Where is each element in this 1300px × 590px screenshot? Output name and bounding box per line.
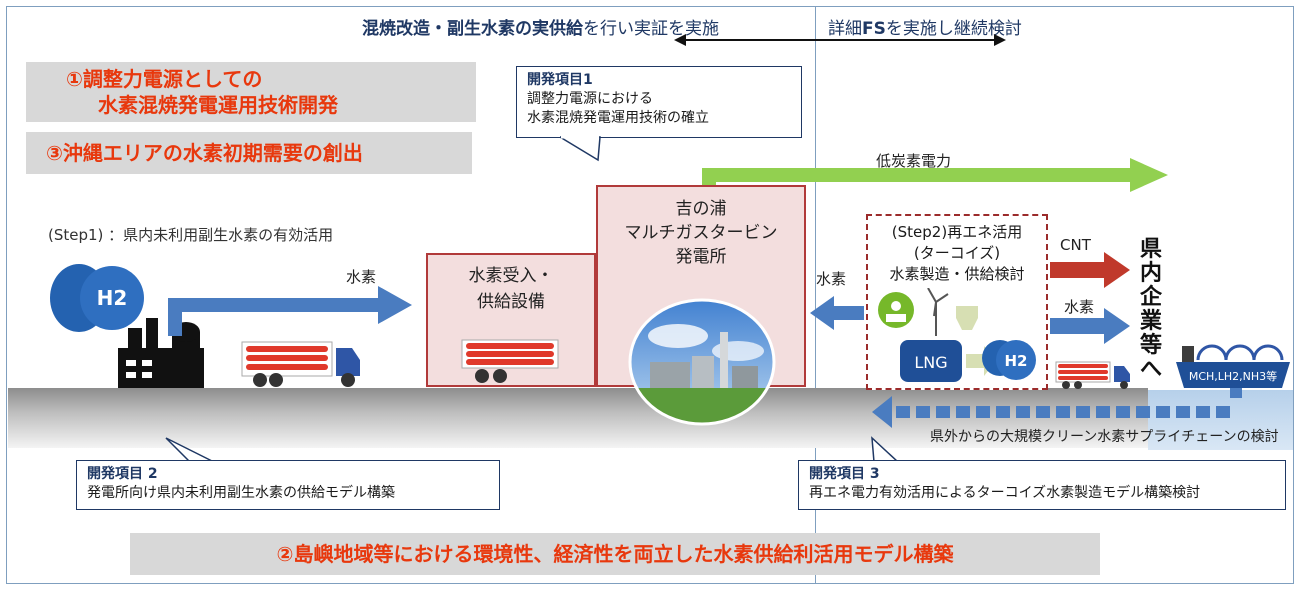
low-carbon-arrow (702, 158, 1168, 196)
destination-text: 県 内 企 業 等 へ (1136, 238, 1166, 382)
hydrogen-label-1: 水素 (346, 268, 377, 286)
h2-label-left: H2 (96, 286, 128, 310)
solar-wind-icon (878, 288, 978, 336)
dev-item-3-line1: 再エネ電力有効活用によるターコイズ水素製造モデル構築検討 (809, 485, 1201, 501)
step2-line2: (ターコイズ) (913, 244, 1001, 262)
goal1-line2: 水素混焼発電運用技術開発 (98, 93, 338, 117)
ship-cargo-label: MCH,LH2,NH3等 (1189, 369, 1277, 383)
plant-line3: 発電所 (675, 247, 727, 267)
receiving-line2: 供給設備 (477, 292, 545, 312)
dev-item-3-title: 開発項目 3 (809, 466, 880, 482)
phase-span-arrow (674, 34, 1006, 46)
plant-line1: 吉の浦 (675, 199, 727, 219)
sea-area (1148, 390, 1293, 450)
supply-chain-arrow (872, 388, 1242, 428)
phase-divider (815, 6, 816, 584)
h2-icon-left: H2 (80, 266, 144, 330)
tube-trailer-truck-1 (241, 341, 360, 387)
dev-item-1-pointer (560, 136, 601, 162)
goal2-banner: ②島嶼地域等における環境性、経済性を両立した水素供給利活用モデル構築 (130, 533, 1100, 575)
plant-line2: マルチガスタービン (624, 223, 778, 243)
step2-text: (Step2)再エネ活用 (ターコイズ) 水素製造・供給検討 (866, 222, 1048, 285)
hydrogen-carrier-ship: MCH,LH2,NH3等 (1176, 344, 1290, 388)
phase-right-normal-2: を実施し継続検討 (885, 19, 1022, 39)
dev-item-1-title: 開発項目1 (527, 72, 593, 88)
low-carbon-label: 低炭素電力 (876, 152, 952, 170)
lng-to-h2-icon: LNG H2 (900, 340, 1036, 382)
tube-trailer-truck-3 (1055, 361, 1130, 389)
supply-chain-label: 県外からの大規模クリーン水素サプライチェーンの検討 (930, 429, 1279, 445)
goal1-line1: ①調整力電源としての (66, 67, 263, 91)
phase-left-text: 混焼改造・副生水素の実供給を行い実証を実施 (362, 14, 719, 39)
dev-item-2-line1: 発電所向け県内未利用副生水素の供給モデル構築 (87, 485, 395, 501)
destination-char-3: 企 (1139, 285, 1162, 310)
destination-char-1: 県 (1139, 237, 1162, 262)
power-plant-photo (628, 298, 776, 426)
phase-right-normal-1: 詳細 (828, 19, 862, 39)
step2-line3: 水素製造・供給検討 (889, 265, 1025, 283)
phase-left-bold: 混焼改造・副生水素の実供給 (362, 19, 583, 39)
hydrogen-label-3: 水素 (1064, 298, 1095, 316)
step2-line1: (Step2)再エネ活用 (891, 223, 1023, 241)
destination-char-6: へ (1139, 357, 1162, 382)
h2-label-right: H2 (1005, 352, 1028, 370)
goal3-banner: ③沖縄エリアの水素初期需要の創出 (26, 132, 472, 174)
destination-char-5: 等 (1139, 333, 1162, 358)
receiving-line1: 水素受入・ (468, 266, 554, 286)
diagram-frame (6, 6, 1294, 584)
tube-trailer-2 (461, 339, 559, 383)
destination-char-2: 内 (1139, 261, 1162, 286)
dev-item-1-line2: 水素混焼発電運用技術の確立 (527, 110, 709, 126)
hydrogen-label-2: 水素 (816, 270, 847, 288)
lng-text: LNG (914, 353, 947, 372)
factory-icon (118, 318, 204, 388)
destination-char-4: 業 (1139, 309, 1162, 334)
hydrogen-arrow-2 (810, 296, 864, 330)
cnt-arrow (1050, 252, 1130, 288)
dev-item-1-line1: 調整力電源における (527, 91, 653, 107)
dev-item-1-callout: 開発項目1 調整力電源における 水素混焼発電運用技術の確立 (516, 66, 802, 138)
phase-left-normal: を行い実証を実施 (583, 19, 719, 39)
goal1-banner: ①調整力電源としての 水素混焼発電運用技術開発 (26, 62, 476, 122)
phase-right-text: 詳細FSを実施し継続検討 (828, 14, 1022, 39)
dev-item-3-callout: 開発項目 3 再エネ電力有効活用によるターコイズ水素製造モデル構築検討 (798, 460, 1286, 510)
hydrogen-arrow-1 (168, 286, 412, 336)
dev-item-2-title: 開発項目 2 (87, 466, 158, 482)
step1-text: (Step1) ：県内未利用副生水素の有効活用 (48, 226, 334, 244)
cnt-label: CNT (1060, 236, 1091, 254)
dev-item-2-callout: 開発項目 2 発電所向け県内未利用副生水素の供給モデル構築 (76, 460, 500, 510)
hydrogen-arrow-3 (1050, 308, 1130, 344)
phase-right-bold: FS (862, 19, 886, 39)
